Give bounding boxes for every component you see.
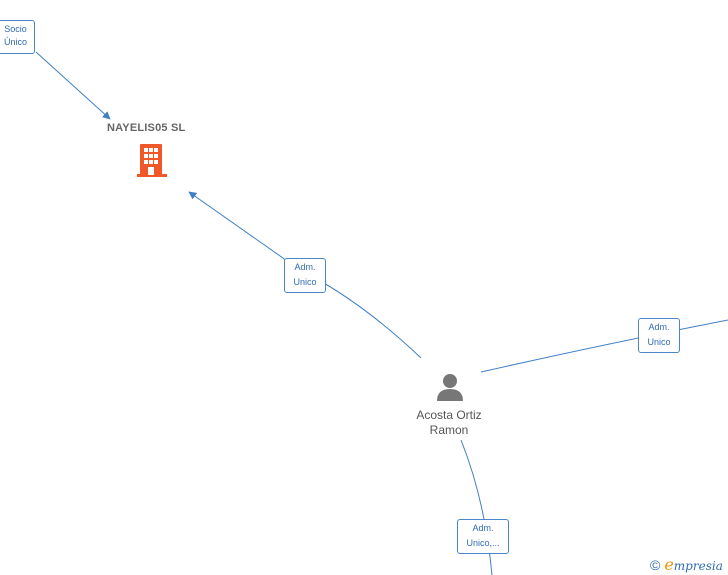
brand-logo: empresia [664, 555, 723, 574]
edge-label-adm-unico-right[interactable]: Adm. Unico [638, 318, 680, 353]
edge-label-line: Socio [4, 24, 27, 34]
person-name[interactable]: Acosta Ortiz Ramon [389, 408, 509, 438]
edge-label-line: Unico [647, 337, 671, 347]
edge-label-line: Unico [293, 277, 317, 287]
edge-label-adm-unico-bottom[interactable]: Adm. Unico,... [457, 519, 509, 554]
brand-initial: e [664, 555, 674, 574]
edge-label-line: Único [3, 37, 27, 47]
company-name[interactable]: NAYELIS05 SL [107, 122, 186, 134]
edge-label-line: Adm. [294, 262, 316, 272]
edge-label-adm-unico-company[interactable]: Adm. Unico [284, 258, 326, 293]
person-name-line2: Ramon [429, 423, 469, 437]
copyright-symbol: © [650, 557, 661, 573]
watermark: ©empresia [650, 555, 723, 574]
person-icon[interactable] [437, 374, 463, 401]
edge-adm-unico-bottom [460, 439, 493, 575]
edge-adm-unico-right [480, 319, 728, 373]
edge-label-line: Adm. [648, 322, 670, 332]
person-name-line1: Acosta Ortiz [416, 408, 482, 422]
edge-label-line: Adm. [472, 523, 494, 533]
edge-label-socio-unico[interactable]: Socio Único [0, 20, 35, 54]
brand-rest: mpresia [673, 559, 723, 573]
edge-socio-unico [35, 51, 111, 120]
building-icon[interactable] [137, 144, 167, 177]
edge-label-line: Unico,... [466, 538, 500, 548]
